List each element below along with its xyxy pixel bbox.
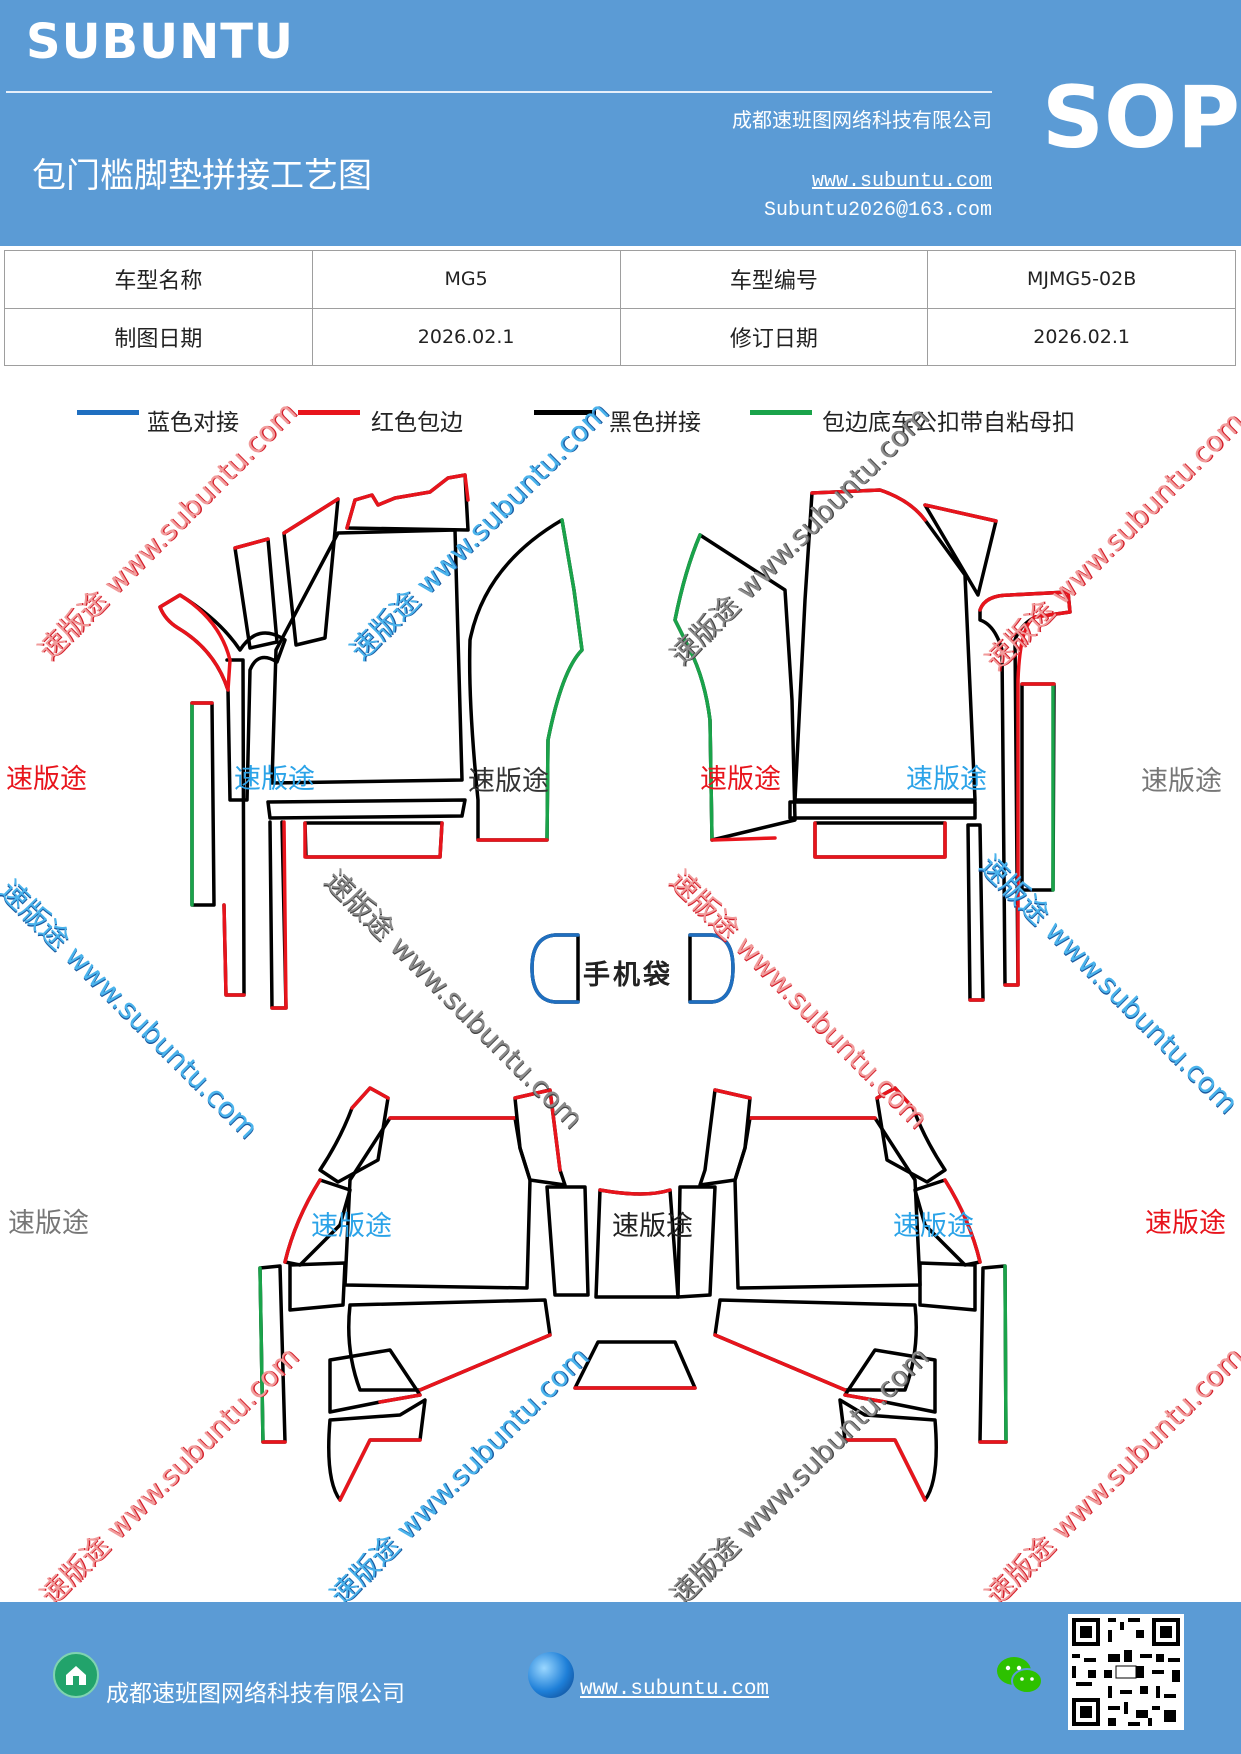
- legend-swatch-red: [298, 410, 360, 415]
- brand-mark-label: 速版途: [6, 764, 87, 795]
- legend-label: 蓝色对接: [147, 410, 239, 436]
- brand-mark-label: 速版途: [468, 766, 549, 797]
- document-title: 包门槛脚垫拼接工艺图: [32, 156, 372, 196]
- phone-pocket-label: 手机袋: [583, 960, 673, 991]
- header-website-link[interactable]: www.subuntu.com: [811, 170, 992, 193]
- table-cell: 车型名称: [4, 250, 313, 309]
- header-email: Subuntu2026@163.com: [763, 199, 992, 222]
- brand-mark-label: 速版途: [1141, 766, 1222, 797]
- sill-strip: [190, 701, 216, 907]
- brand-mark-label: 速版途: [1145, 1208, 1226, 1239]
- brand-mark-label: 速版途: [700, 764, 781, 795]
- phone-pocket: [530, 933, 735, 1004]
- mat-splicing-diagram: [158, 473, 1072, 1502]
- legend-swatch-blue: [77, 410, 139, 415]
- header-divider: [6, 91, 992, 93]
- table-row: 制图日期 2026.02.1 修订日期 2026.02.1: [4, 307, 1236, 366]
- front-left-mat: [158, 473, 584, 1010]
- table-cell: 2026.02.1: [927, 307, 1236, 366]
- legend-label: 包边底车公扣带自粘母扣: [822, 410, 1075, 436]
- rear-mat: [258, 1086, 1008, 1502]
- brand-logo: SUBUNTU: [26, 14, 294, 70]
- legend-swatch-green: [750, 410, 812, 415]
- legend-swatch-black: [534, 410, 596, 415]
- vehicle-info-table: 车型名称 MG5 车型编号 MJMG5-02B 制图日期 2026.02.1 修…: [4, 250, 1236, 366]
- header-company: 成都速班图网络科技有限公司: [732, 108, 992, 132]
- header-banner: SUBUNTU 成都速班图网络科技有限公司 包门槛脚垫拼接工艺图 www.sub…: [0, 0, 1241, 246]
- brand-mark-label: 速版途: [906, 764, 987, 795]
- brand-mark-label: 速版途: [8, 1208, 89, 1239]
- table-cell: 2026.02.1: [311, 307, 621, 366]
- footer-website-link[interactable]: www.subuntu.com: [580, 1678, 770, 1701]
- table-cell: MJMG5-02B: [927, 250, 1236, 309]
- front-right-mat: [673, 488, 1072, 1002]
- table-cell: MG5: [311, 250, 621, 309]
- globe-icon: [528, 1652, 574, 1698]
- footer-company: 成都速班图网络科技有限公司: [106, 1681, 405, 1707]
- footer-banner: 成都速班图网络科技有限公司 www.subuntu.com: [0, 1602, 1241, 1754]
- table-cell: 制图日期: [4, 307, 313, 366]
- qr-code: [1068, 1614, 1184, 1730]
- home-icon: [53, 1652, 99, 1698]
- table-row: 车型名称 MG5 车型编号 MJMG5-02B: [4, 250, 1236, 309]
- sop-badge: SOP: [1042, 68, 1241, 168]
- brand-mark-label: 速版途: [234, 764, 315, 795]
- legend-label: 红色包边: [371, 410, 463, 436]
- legend-label: 黑色拼接: [609, 410, 701, 436]
- brand-mark-label: 速版途: [612, 1211, 693, 1242]
- brand-mark-label: 速版途: [311, 1211, 392, 1242]
- line-legend: 蓝色对接 红色包边 黑色拼接 包边底车公扣带自粘母扣: [0, 400, 1241, 440]
- brand-mark-label: 速版途: [893, 1211, 974, 1242]
- wechat-icon: [994, 1654, 1046, 1698]
- table-cell: 修订日期: [619, 307, 929, 366]
- table-cell: 车型编号: [619, 250, 929, 309]
